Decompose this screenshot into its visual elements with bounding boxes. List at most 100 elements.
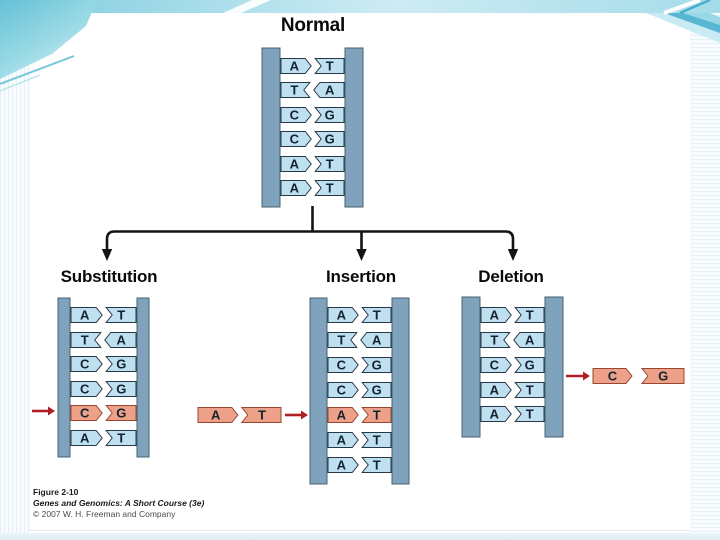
base-segment <box>361 457 392 473</box>
base-letter: A <box>490 383 500 398</box>
base-letter: C <box>337 358 347 373</box>
slide-bottom-strip-decoration <box>0 533 720 540</box>
rail-left <box>461 296 481 438</box>
base-segment <box>280 107 312 123</box>
base-letter: A <box>337 308 347 323</box>
base-segment <box>105 430 137 446</box>
base-segment-highlighted <box>592 368 633 384</box>
label-deletion: Deletion <box>478 267 544 286</box>
base-letter: A <box>337 458 347 473</box>
base-segment <box>314 156 345 172</box>
base-segment <box>280 82 311 98</box>
base-letter: T <box>337 333 345 348</box>
base-letter: A <box>290 157 300 172</box>
base-letter: T <box>326 59 334 74</box>
base-letter: A <box>290 59 300 74</box>
base-segment <box>327 332 358 348</box>
base-segment <box>361 307 392 323</box>
base-segment <box>514 357 545 373</box>
base-segment <box>70 307 103 323</box>
connector-arrowhead <box>101 249 113 261</box>
base-segment <box>327 432 359 448</box>
base-segment-highlighted <box>70 405 103 421</box>
base-segment <box>70 332 102 348</box>
rail-left <box>309 297 328 485</box>
base-segment <box>105 307 137 323</box>
base-segment <box>480 332 511 348</box>
base-segment <box>480 307 512 323</box>
base-letter: C <box>80 357 90 372</box>
rail-right <box>136 297 150 458</box>
base-letter: T <box>526 308 534 323</box>
base-segment <box>105 356 137 372</box>
base-letter: T <box>373 308 381 323</box>
normal-title: Normal <box>280 15 346 36</box>
base-segment <box>314 58 345 74</box>
base-segment <box>314 107 345 123</box>
base-segment <box>480 357 512 373</box>
base-segment <box>104 332 137 348</box>
base-letter: A <box>490 308 500 323</box>
base-letter: A <box>80 431 90 446</box>
connector-arrowhead <box>507 249 519 261</box>
base-segment <box>314 131 345 147</box>
base-letter: A <box>290 181 300 196</box>
base-segment <box>513 332 545 348</box>
base-segment <box>280 180 312 196</box>
figure-panel-bottom-edge <box>30 530 690 531</box>
connector-arrowhead <box>356 249 367 261</box>
base-letter: A <box>490 407 500 422</box>
base-segment <box>360 332 392 348</box>
base-letter: T <box>326 157 334 172</box>
base-letter: A <box>525 333 535 348</box>
base-segment <box>70 430 103 446</box>
base-segment <box>361 432 392 448</box>
figure-caption: Figure 2-10 Genes and Genomics: A Short … <box>33 487 204 520</box>
base-segment <box>313 82 345 98</box>
base-segment <box>70 356 103 372</box>
base-segment <box>480 382 512 398</box>
base-letter: G <box>116 382 126 397</box>
base-segment <box>70 381 103 397</box>
red-arrow-insertion <box>285 410 308 420</box>
base-letter: C <box>337 383 347 398</box>
base-letter: G <box>325 108 335 123</box>
base-letter: T <box>373 408 381 423</box>
base-segment <box>327 457 359 473</box>
caption-copyright: © 2007 W. H. Freeman and Company <box>33 509 176 519</box>
base-letter: G <box>116 357 126 372</box>
base-letter: C <box>490 358 500 373</box>
connector-lines <box>101 206 519 261</box>
base-letter: C <box>608 369 618 384</box>
base-letter: T <box>373 458 381 473</box>
base-letter: T <box>526 407 534 422</box>
base-segment <box>314 180 345 196</box>
base-letter: A <box>80 308 90 323</box>
base-letter: G <box>658 369 668 384</box>
red-arrow-substitution <box>32 406 55 416</box>
base-segment <box>280 156 312 172</box>
rail-left <box>57 297 71 458</box>
base-segment-highlighted <box>197 407 239 423</box>
base-letter: T <box>526 383 534 398</box>
base-segment <box>361 357 392 373</box>
base-letter: T <box>117 308 125 323</box>
base-letter: T <box>490 333 498 348</box>
base-letter: G <box>372 383 382 398</box>
slide-right-margin <box>690 0 720 540</box>
base-letter: T <box>81 333 89 348</box>
base-letter: A <box>337 433 347 448</box>
base-letter: G <box>525 358 535 373</box>
base-letter: A <box>372 333 382 348</box>
rail-right <box>391 297 410 485</box>
base-segment <box>327 357 359 373</box>
base-segment <box>514 307 545 323</box>
base-segment-highlighted <box>361 407 392 423</box>
connector-crossbar <box>105 230 515 250</box>
caption-book-title: Genes and Genomics: A Short Course (3e) <box>33 498 205 508</box>
red-arrow-deletion <box>566 371 590 381</box>
